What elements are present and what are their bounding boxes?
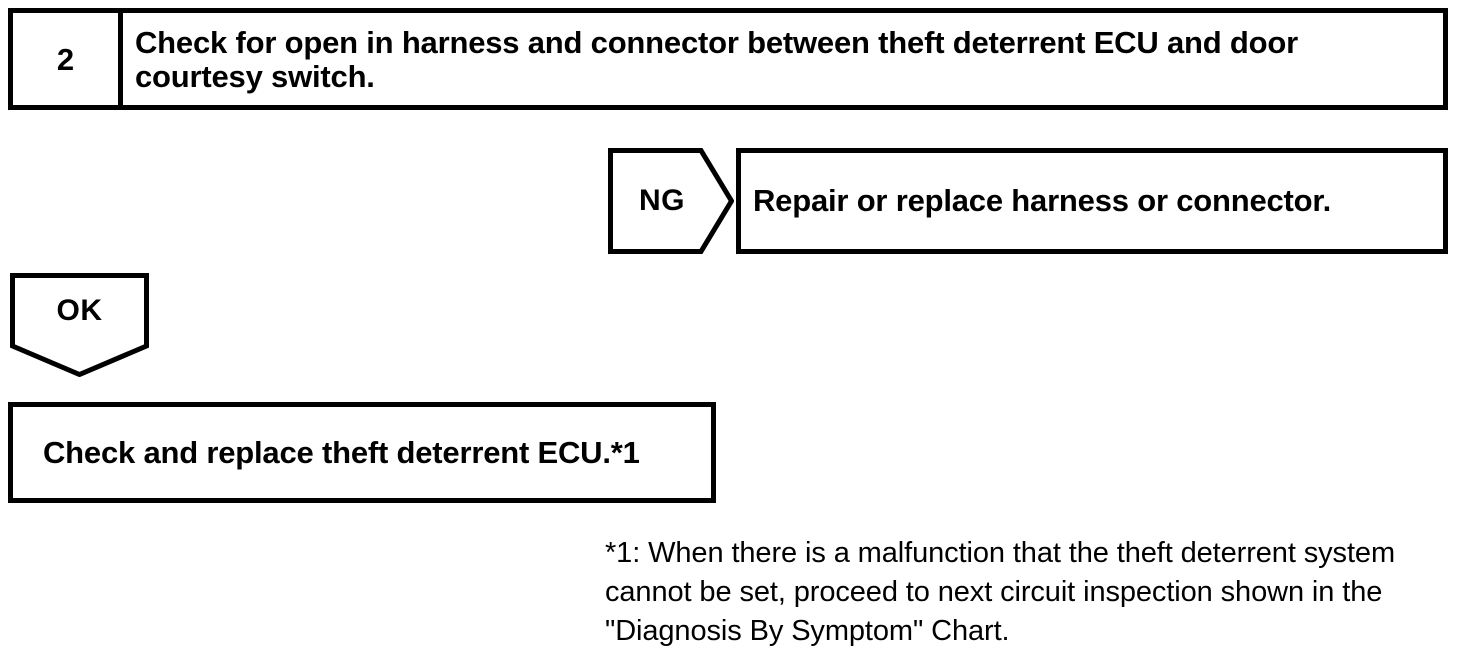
step-instruction-cell: Check for open in harness and connector … xyxy=(123,13,1443,105)
ok-branch-arrow-icon xyxy=(10,273,149,377)
ng-action-box: Repair or replace harness or connector. xyxy=(736,148,1448,254)
footnote: *1: When there is a malfunction that the… xyxy=(605,534,1465,651)
step-instruction-text: Check for open in harness and connector … xyxy=(135,25,1298,94)
footnote-line: cannot be set, proceed to next circuit i… xyxy=(605,576,1383,608)
step-row: 2 Check for open in harness and connecto… xyxy=(8,8,1448,110)
step-number: 2 xyxy=(56,41,75,77)
step-number-cell: 2 xyxy=(13,13,123,105)
footnote-line: "Diagnosis By Symptom" Chart. xyxy=(605,615,1010,647)
ng-action-text: Repair or replace harness or connector. xyxy=(753,183,1331,218)
ok-action-box: Check and replace theft deterrent ECU.*1 xyxy=(8,402,716,503)
ok-action-text: Check and replace theft deterrent ECU.*1 xyxy=(43,434,640,470)
ng-branch-arrow-icon xyxy=(608,148,734,254)
footnote-line: *1: When there is a malfunction that the… xyxy=(605,537,1395,569)
